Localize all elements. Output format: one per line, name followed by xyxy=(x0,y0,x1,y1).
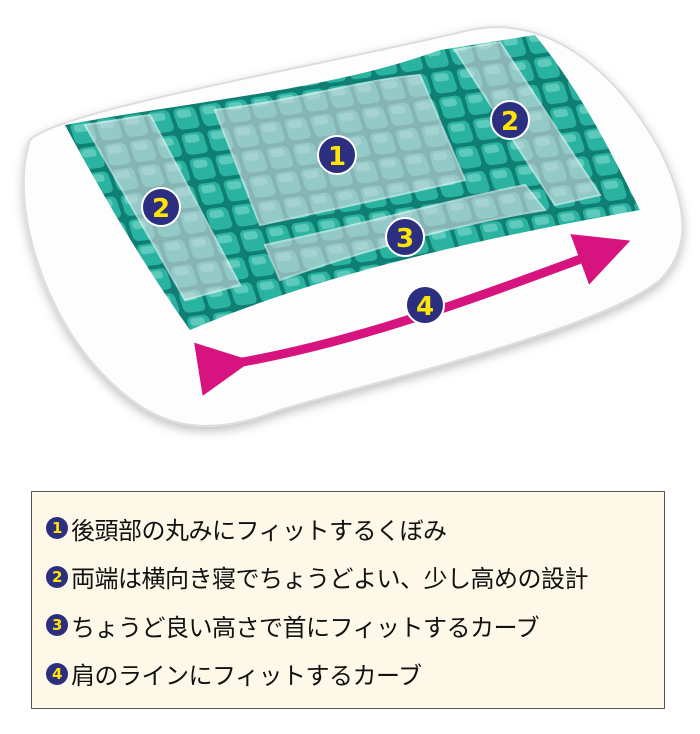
pillow-illustration: 1 2 2 3 4 xyxy=(22,26,684,427)
number-badge: 3 xyxy=(46,614,68,637)
number-badge: 2 xyxy=(46,565,68,588)
svg-text:2: 2 xyxy=(501,107,519,137)
badge-2-right: 2 xyxy=(490,100,530,140)
badge-2-left: 2 xyxy=(141,187,181,227)
svg-text:4: 4 xyxy=(416,292,434,322)
number-badge: 4 xyxy=(46,662,68,685)
badge-3: 3 xyxy=(385,217,425,257)
number-badge: 1 xyxy=(46,517,68,540)
svg-text:3: 3 xyxy=(396,224,414,254)
badge-4: 4 xyxy=(405,285,445,325)
legend-text: 肩のラインにフィットするカーブ xyxy=(71,662,422,691)
legend-text: 後頭部の丸みにフィットするくぼみ xyxy=(71,516,447,545)
badge-1: 1 xyxy=(317,135,357,175)
svg-text:2: 2 xyxy=(152,194,170,224)
legend-text: 両端は横向き寝でちょうどよい、少し高めの設計 xyxy=(71,565,589,594)
svg-text:1: 1 xyxy=(328,142,346,172)
legend-text: ちょうど良い高さで首にフィットするカーブ xyxy=(71,613,540,642)
